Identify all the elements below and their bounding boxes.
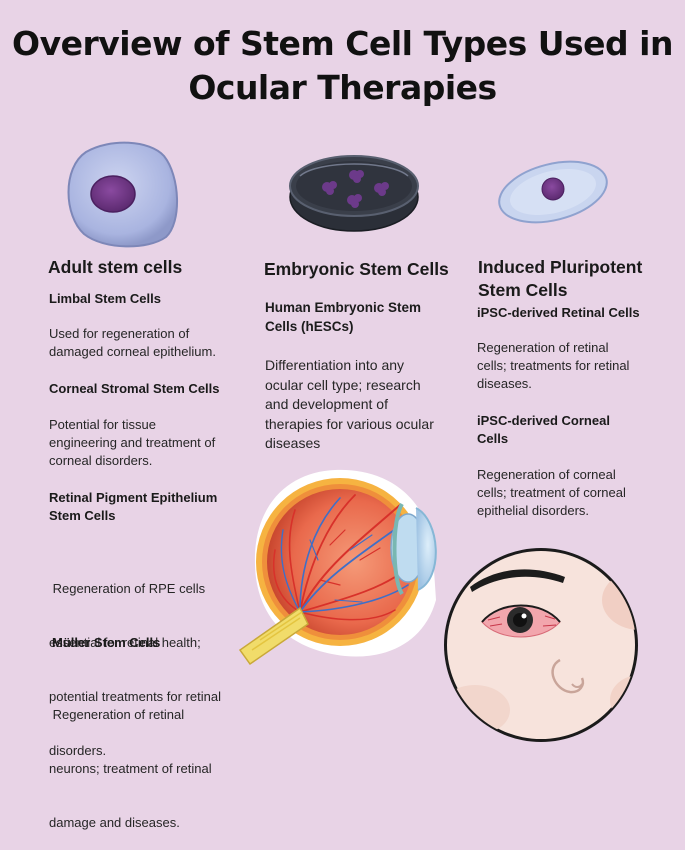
adult-item-muller: Müller Stem Cells: [52, 634, 252, 652]
desc-line: damage and diseases.: [49, 815, 180, 830]
desc-line: cells; treatment of corneal: [477, 485, 626, 500]
item-title-line: Cells (hESCs): [265, 319, 354, 334]
adult-item-muller-desc: Regeneration of retinal neurons; treatme…: [49, 670, 254, 850]
ipsc-item-corneal-desc: Regeneration of corneal cells; treatment…: [477, 466, 677, 520]
adult-item-limbal-desc: Used for regeneration of damaged corneal…: [49, 325, 254, 361]
embryonic-heading: Embryonic Stem Cells: [264, 259, 449, 279]
desc-line: disorders.: [49, 743, 107, 758]
ipsc-heading: Induced Pluripotent Stem Cells: [478, 256, 642, 302]
desc-line: Used for regeneration of: [49, 326, 190, 341]
ipsc-heading-line-1: Induced Pluripotent: [478, 257, 643, 277]
desc-line: Regeneration of RPE cells: [49, 581, 206, 596]
embryonic-item-hesc: Human Embryonic Stem Cells (hESCs): [265, 298, 465, 336]
item-title-line: iPSC-derived Corneal: [477, 413, 610, 428]
ipsc-heading-line-2: Stem Cells: [478, 280, 568, 300]
desc-line: engineering and treatment of: [49, 435, 216, 450]
adult-heading: Adult stem cells: [48, 257, 183, 277]
desc-line: Differentiation into any: [265, 357, 405, 373]
desc-line: diseases.: [477, 376, 532, 391]
item-title-line: Stem Cells: [49, 508, 116, 523]
title-line-1: Overview of Stem Cell Types Used in: [12, 24, 673, 63]
ipsc-item-retinal-desc: Regeneration of retinal cells; treatment…: [477, 339, 677, 393]
desc-line: damaged corneal epithelium.: [49, 344, 216, 359]
desc-line: diseases: [265, 435, 321, 451]
adult-item-rpe-desc: Regeneration of RPE cells essential for …: [49, 544, 264, 778]
item-title-line: Human Embryonic Stem: [265, 300, 422, 315]
item-title: Limbal Stem Cells: [49, 291, 161, 306]
adult-item-stromal-desc: Potential for tissue engineering and tre…: [49, 416, 254, 470]
item-title: iPSC-derived Retinal Cells: [477, 305, 640, 320]
title-line-2: Ocular Therapies: [188, 68, 497, 107]
desc-line: essential for retinal health;: [49, 635, 201, 650]
desc-line: ocular cell type; research: [265, 376, 421, 393]
desc-line: Regeneration of corneal: [477, 467, 616, 482]
adult-item-limbal: Limbal Stem Cells: [49, 290, 249, 308]
desc-line: Potential for tissue: [49, 417, 156, 432]
ipsc-item-retinal: iPSC-derived Retinal Cells: [477, 304, 677, 322]
desc-line: and development of: [265, 396, 388, 412]
item-title: Corneal Stromal Stem Cells: [49, 381, 220, 396]
embryonic-item-hesc-desc: Differentiation into any ocular cell typ…: [265, 356, 470, 454]
adult-item-rpe: Retinal Pigment Epithelium Stem Cells: [49, 489, 259, 525]
page-title: Overview of Stem Cell Types Used in Ocul…: [0, 22, 685, 110]
item-title-line: Retinal Pigment Epithelium: [49, 490, 218, 505]
adult-item-stromal: Corneal Stromal Stem Cells: [49, 380, 259, 398]
desc-line: cells; treatments for retinal: [477, 358, 630, 373]
item-title: Müller Stem Cells: [52, 635, 161, 650]
desc-line: Regeneration of retinal: [49, 707, 185, 722]
desc-line: potential treatments for retinal: [49, 689, 221, 704]
desc-line: neurons; treatment of retinal: [49, 761, 212, 776]
ipsc-item-corneal: iPSC-derived Corneal Cells: [477, 412, 677, 448]
item-title-line: Cells: [477, 431, 509, 446]
desc-line: Regeneration of retinal: [477, 340, 609, 355]
desc-line: corneal disorders.: [49, 453, 153, 468]
desc-line: therapies for various ocular: [265, 415, 434, 432]
desc-line: epithelial disorders.: [477, 503, 590, 518]
